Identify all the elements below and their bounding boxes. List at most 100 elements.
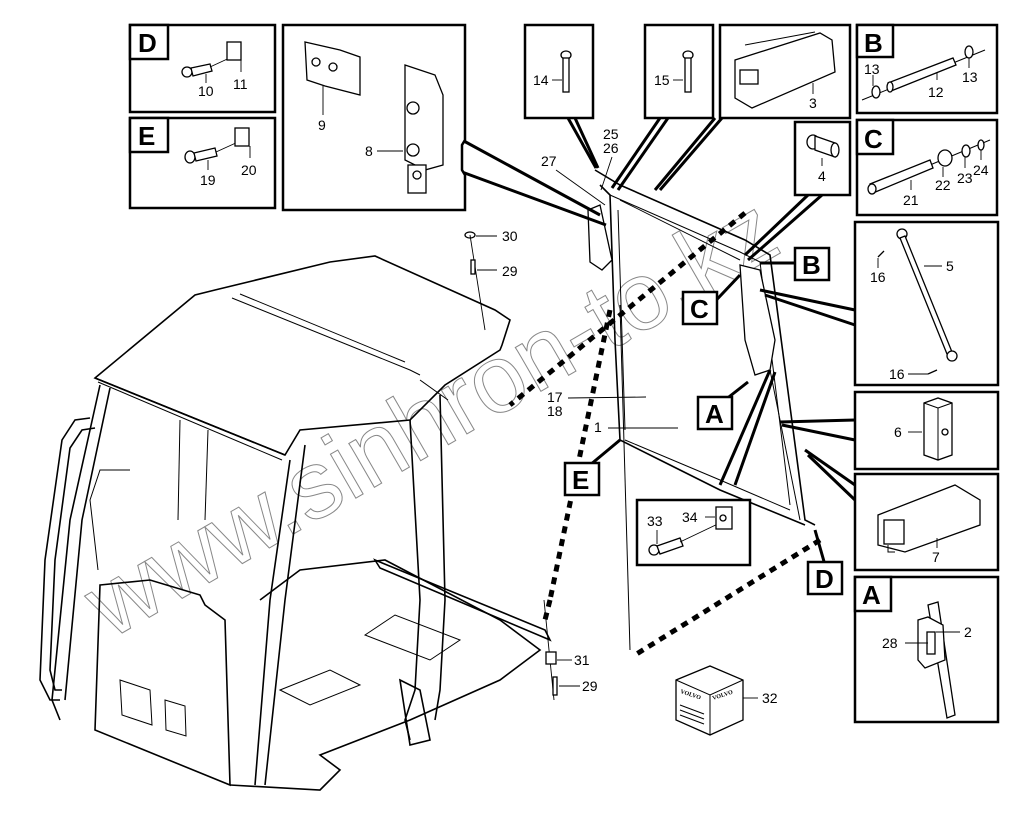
panel-C: C 21 22 23 24 xyxy=(855,118,999,217)
label-11: 11 xyxy=(233,76,248,92)
panel-B: B 13 13 12 xyxy=(855,23,999,115)
nut-11-icon xyxy=(226,41,242,61)
panel-seal-3: 3 xyxy=(718,23,852,120)
callout-B-letter: B xyxy=(802,250,821,280)
glass-outline xyxy=(508,211,747,407)
frame-labels: 25 26 27 17 18 1 xyxy=(541,126,678,435)
washer-13-right-icon xyxy=(964,45,974,59)
label-31: 31 xyxy=(574,652,590,668)
watermark: www.sinhron-to.kz xyxy=(66,176,795,659)
bolt-19-icon xyxy=(184,147,218,164)
bolt-29-bottom-icon xyxy=(552,676,558,696)
label-5: 5 xyxy=(946,258,954,274)
panel-hinge: 9 8 xyxy=(281,23,467,212)
nut-20-icon xyxy=(234,127,250,147)
callout-E: E xyxy=(563,438,621,497)
label-29-top: 29 xyxy=(502,263,518,279)
panel-C-letter: C xyxy=(864,124,883,154)
panel-D-letter: D xyxy=(138,28,157,58)
label-19: 19 xyxy=(200,172,216,188)
pin-21-icon xyxy=(867,159,934,195)
label-17: 17 xyxy=(547,389,563,405)
label-15: 15 xyxy=(654,72,670,88)
nut-34-icon xyxy=(715,506,733,530)
bolt-29-icon xyxy=(470,259,476,275)
label-34: 34 xyxy=(682,509,698,525)
latch-2-icon xyxy=(917,601,956,719)
label-13-left: 13 xyxy=(864,61,880,77)
bolt-14-icon xyxy=(560,50,572,93)
label-25: 25 xyxy=(603,126,619,142)
panel-A-letter: A xyxy=(862,580,881,610)
callout-D: D xyxy=(806,529,844,596)
seal-7-icon xyxy=(877,484,981,553)
label-6: 6 xyxy=(894,424,902,440)
label-10: 10 xyxy=(198,83,214,99)
label-29-bottom: 29 xyxy=(582,678,598,694)
bolt-15-icon xyxy=(682,50,694,93)
clip-16-top-icon xyxy=(877,250,885,258)
label-28: 28 xyxy=(882,635,898,651)
bolt-10-icon xyxy=(181,63,213,78)
panel-B-letter: B xyxy=(864,28,883,58)
panel-strut-5: 5 16 16 xyxy=(853,220,1000,387)
bush-4-icon xyxy=(806,134,840,158)
callout-A-letter: A xyxy=(705,399,724,429)
label-16-top: 16 xyxy=(870,269,886,285)
label-2: 2 xyxy=(964,624,972,640)
seal-3-icon xyxy=(734,31,836,109)
label-3: 3 xyxy=(809,95,817,111)
label-9: 9 xyxy=(318,117,326,133)
label-33: 33 xyxy=(647,513,663,529)
callout-A: A xyxy=(696,380,749,431)
washer-23-icon xyxy=(961,144,971,158)
panel-bolt-14: 14 xyxy=(523,23,595,120)
roof-fasteners: 30 29 xyxy=(464,228,518,331)
glass-outline-left xyxy=(547,309,613,601)
washer-24-icon xyxy=(977,139,985,151)
panel-bush-4: 4 xyxy=(793,120,852,197)
gas-strut-5-icon xyxy=(896,228,958,362)
bolt-33-icon xyxy=(648,537,684,556)
glass-outline-lower xyxy=(633,537,822,658)
panel-seal-7: 7 xyxy=(853,472,1000,572)
pin-12-icon xyxy=(886,57,957,93)
panel-E-letter: E xyxy=(138,121,155,151)
panel-E: E 19 20 xyxy=(128,116,277,210)
rail-fasteners: 31 29 xyxy=(543,599,598,701)
callout-D-letter: D xyxy=(815,564,834,594)
washer-13-left-icon xyxy=(871,85,881,99)
bush-22-icon xyxy=(937,149,953,167)
kit-box-32: VOLVO VOLVO 32 xyxy=(675,665,778,736)
callout-B: B xyxy=(760,246,831,282)
label-13-right: 13 xyxy=(962,69,978,85)
callout-E-letter: E xyxy=(572,465,589,495)
label-7: 7 xyxy=(932,549,940,565)
label-16-bottom: 16 xyxy=(889,366,905,382)
label-22: 22 xyxy=(935,177,951,193)
label-14: 14 xyxy=(533,72,549,88)
hinge-8-icon xyxy=(404,64,444,194)
label-8: 8 xyxy=(365,143,373,159)
label-20: 20 xyxy=(241,162,257,178)
plate-9-icon xyxy=(304,41,361,96)
label-4: 4 xyxy=(818,168,826,184)
label-21: 21 xyxy=(903,192,919,208)
label-18: 18 xyxy=(547,403,563,419)
panel-bolt-15: 15 xyxy=(643,23,715,120)
spacer-31-icon xyxy=(545,651,557,665)
label-32: 32 xyxy=(762,690,778,706)
clip-16-bottom-icon xyxy=(927,369,938,375)
label-26: 26 xyxy=(603,140,619,156)
callout-C-letter: C xyxy=(690,294,709,324)
label-12: 12 xyxy=(928,84,944,100)
label-23: 23 xyxy=(957,170,973,186)
panel-leaders xyxy=(461,117,857,502)
cab-body xyxy=(39,255,552,791)
label-30: 30 xyxy=(502,228,518,244)
panel-block-6: 6 xyxy=(853,390,1000,471)
callout-C: C xyxy=(681,273,742,326)
label-24: 24 xyxy=(973,162,989,178)
label-1: 1 xyxy=(594,419,602,435)
